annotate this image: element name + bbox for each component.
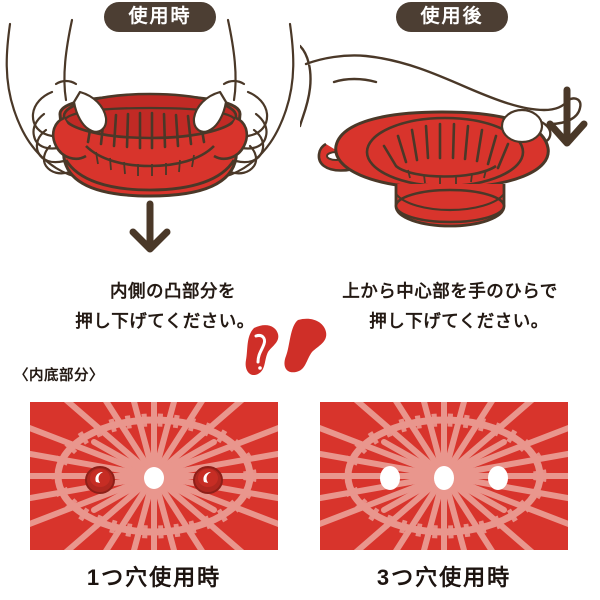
instruction-line: 押し下げてください。: [369, 311, 549, 331]
panel-caption-one-hole: 1つ穴使用時: [86, 565, 222, 590]
instruction-text-after-use: 上から中心部を手のひらで 押し下げてください。: [318, 276, 582, 336]
hole-right-plugged: [193, 466, 223, 494]
inner-bottom-panel-one-hole: [30, 402, 278, 550]
hole-right-open: [488, 466, 508, 490]
instruction-line: 押し下げてください。: [75, 311, 255, 331]
instruction-line: 上から中心部を手のひらで: [342, 281, 558, 301]
hole-left-plugged: [85, 466, 115, 494]
inner-bottom-section-label: 〈内底部分〉: [14, 368, 104, 384]
instruction-line: 内側の凸部分を: [110, 281, 236, 301]
hole-left-open: [380, 466, 400, 490]
illustration-palm-pressing-strainer: [300, 18, 600, 258]
red-plug-nub-shapes: [238, 312, 334, 376]
illustration-two-hands-holding-strainer: [0, 18, 300, 258]
down-arrow-icon: [546, 86, 588, 147]
step-badge-during-use: 使用時: [104, 2, 216, 32]
step-badge-after-use: 使用後: [396, 2, 508, 32]
instruction-text-during-use: 内側の凸部分を 押し下げてください。: [60, 276, 270, 336]
hole-center-open: [144, 467, 164, 489]
inner-bottom-panel-three-holes: [320, 402, 568, 550]
panel-caption-three-holes: 3つ穴使用時: [376, 565, 512, 590]
down-arrow-icon: [129, 200, 171, 253]
hole-center-open: [434, 466, 454, 490]
